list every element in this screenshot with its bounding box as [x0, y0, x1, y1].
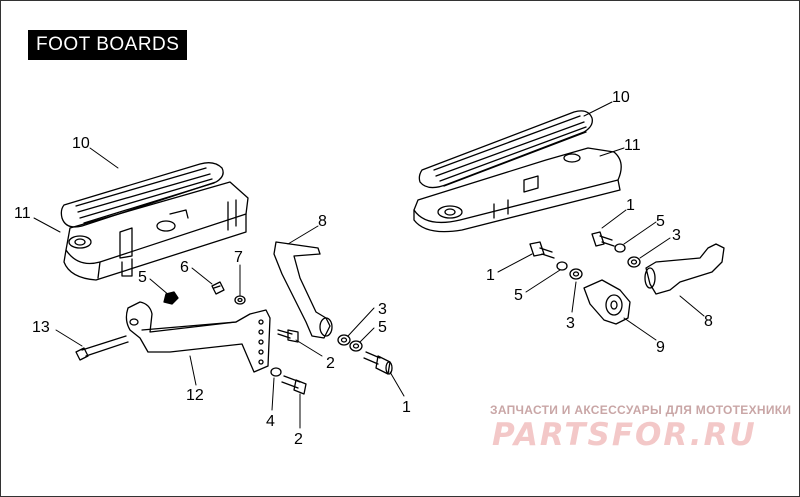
callout-left-10: 10 — [72, 135, 90, 152]
callout-left-3: 3 — [378, 301, 387, 318]
right-foot-board-pad — [418, 110, 593, 193]
right-washer-5b — [556, 261, 568, 271]
left-foot-board-tray — [63, 181, 249, 281]
left-washer-7 — [234, 295, 246, 305]
callout-right-5b: 5 — [514, 287, 523, 304]
left-bolt-1 — [363, 351, 393, 375]
left-shifter-lever-8 — [273, 241, 333, 339]
callout-left-2a: 2 — [326, 355, 335, 372]
callout-left-7: 7 — [234, 249, 243, 266]
leader-lines — [33, 101, 705, 429]
right-washer-5a — [614, 243, 626, 253]
left-washer-5b — [349, 340, 363, 352]
right-foot-board-tray — [413, 147, 622, 233]
callout-right-3a: 3 — [672, 227, 681, 244]
right-shifter-lever-8 — [644, 243, 725, 295]
left-bolt-2b — [281, 375, 307, 395]
left-washer-4 — [270, 367, 282, 377]
callout-right-1a: 1 — [626, 197, 635, 214]
left-foot-board-pad — [60, 162, 224, 259]
diagram-title: FOOT BOARDS — [28, 30, 188, 60]
right-bolt-1b — [529, 241, 555, 259]
left-footpeg-bracket — [125, 301, 271, 373]
left-bolt-13 — [75, 335, 129, 361]
callout-left-8: 8 — [318, 213, 327, 230]
watermark-tagline: ЗАПЧАСТИ И АКСЕССУАРЫ ДЛЯ МОТОТЕХНИКИ — [490, 403, 792, 417]
left-bolt-2a — [277, 329, 299, 343]
callout-labels: 10 11 5 6 7 8 13 12 4 2 2 3 5 1 10 11 1 … — [14, 89, 713, 448]
callout-left-6: 6 — [180, 259, 189, 276]
callout-right-8: 8 — [704, 313, 713, 330]
callout-left-12: 12 — [186, 387, 204, 404]
callout-right-11: 11 — [624, 137, 641, 154]
right-washer-3a — [627, 256, 641, 268]
callout-right-5a: 5 — [656, 213, 665, 230]
callout-right-10: 10 — [612, 89, 630, 106]
left-nut-5 — [163, 291, 179, 305]
left-nut-6 — [211, 281, 225, 295]
right-bolt-1a — [591, 231, 615, 247]
callout-left-1: 1 — [402, 399, 411, 416]
callout-left-2b: 2 — [294, 431, 303, 448]
callout-left-11: 11 — [14, 205, 31, 222]
callout-left-13: 13 — [32, 319, 50, 336]
callout-right-3b: 3 — [566, 315, 575, 332]
callout-left-5b: 5 — [378, 319, 387, 336]
callout-left-4: 4 — [266, 413, 275, 430]
right-washer-3b — [569, 268, 583, 280]
callout-left-5: 5 — [138, 269, 147, 286]
callout-right-1b: 1 — [486, 267, 495, 284]
callout-right-9: 9 — [656, 339, 665, 356]
left-washer-3 — [337, 334, 351, 346]
watermark-logo: PARTSFOR.RU — [492, 417, 757, 453]
right-mount-9 — [583, 279, 631, 325]
